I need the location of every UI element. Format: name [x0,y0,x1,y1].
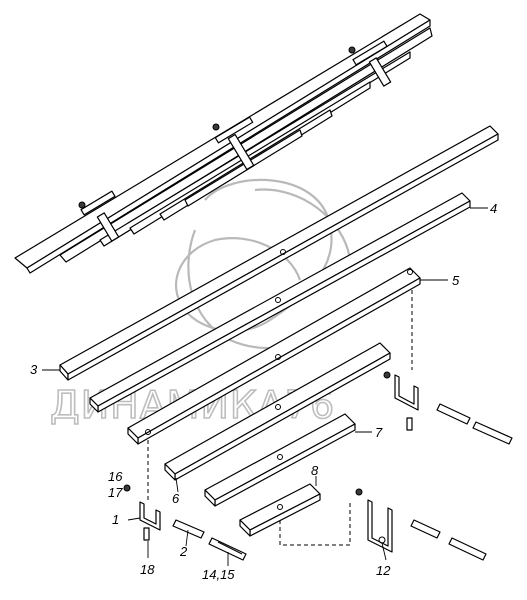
pin-2 [172,519,205,539]
callout-3: 3 [30,362,38,377]
leader-lines [42,207,488,566]
leaf-4 [89,192,471,413]
callout-14-15: 14,15 [202,567,235,582]
callout-7: 7 [375,425,383,440]
bolt-14-15 [208,537,247,561]
bolt-right-lower [448,537,487,561]
callout-6: 6 [172,491,180,506]
leaf-6 [164,342,391,481]
callout-18: 18 [140,562,155,577]
pin-right-upper [436,403,471,425]
leaf-7 [204,413,356,507]
pin-right-lower [410,519,441,539]
callout-16: 16 [108,469,123,484]
leaf-8 [239,483,321,537]
leaf-5 [127,267,421,445]
alignment-lines [147,290,413,546]
callout-2: 2 [179,544,188,559]
u-bracket-1 [123,484,161,541]
leaf-3 [59,125,499,381]
spring-clamp-right [348,40,392,87]
callout-17: 17 [108,485,123,500]
callout-5: 5 [452,273,460,288]
callout-1: 1 [112,512,119,527]
bolt-right-upper [472,421,513,445]
callout-8: 8 [311,463,319,478]
u-bracket-12 [355,488,393,553]
callout-12: 12 [376,563,391,578]
u-bracket-upper-right [383,371,419,431]
spring-clamp-left [78,190,120,242]
assembled-leaf-spring [14,13,433,274]
spring-clamp-middle [212,116,255,171]
callout-4: 4 [490,201,497,216]
